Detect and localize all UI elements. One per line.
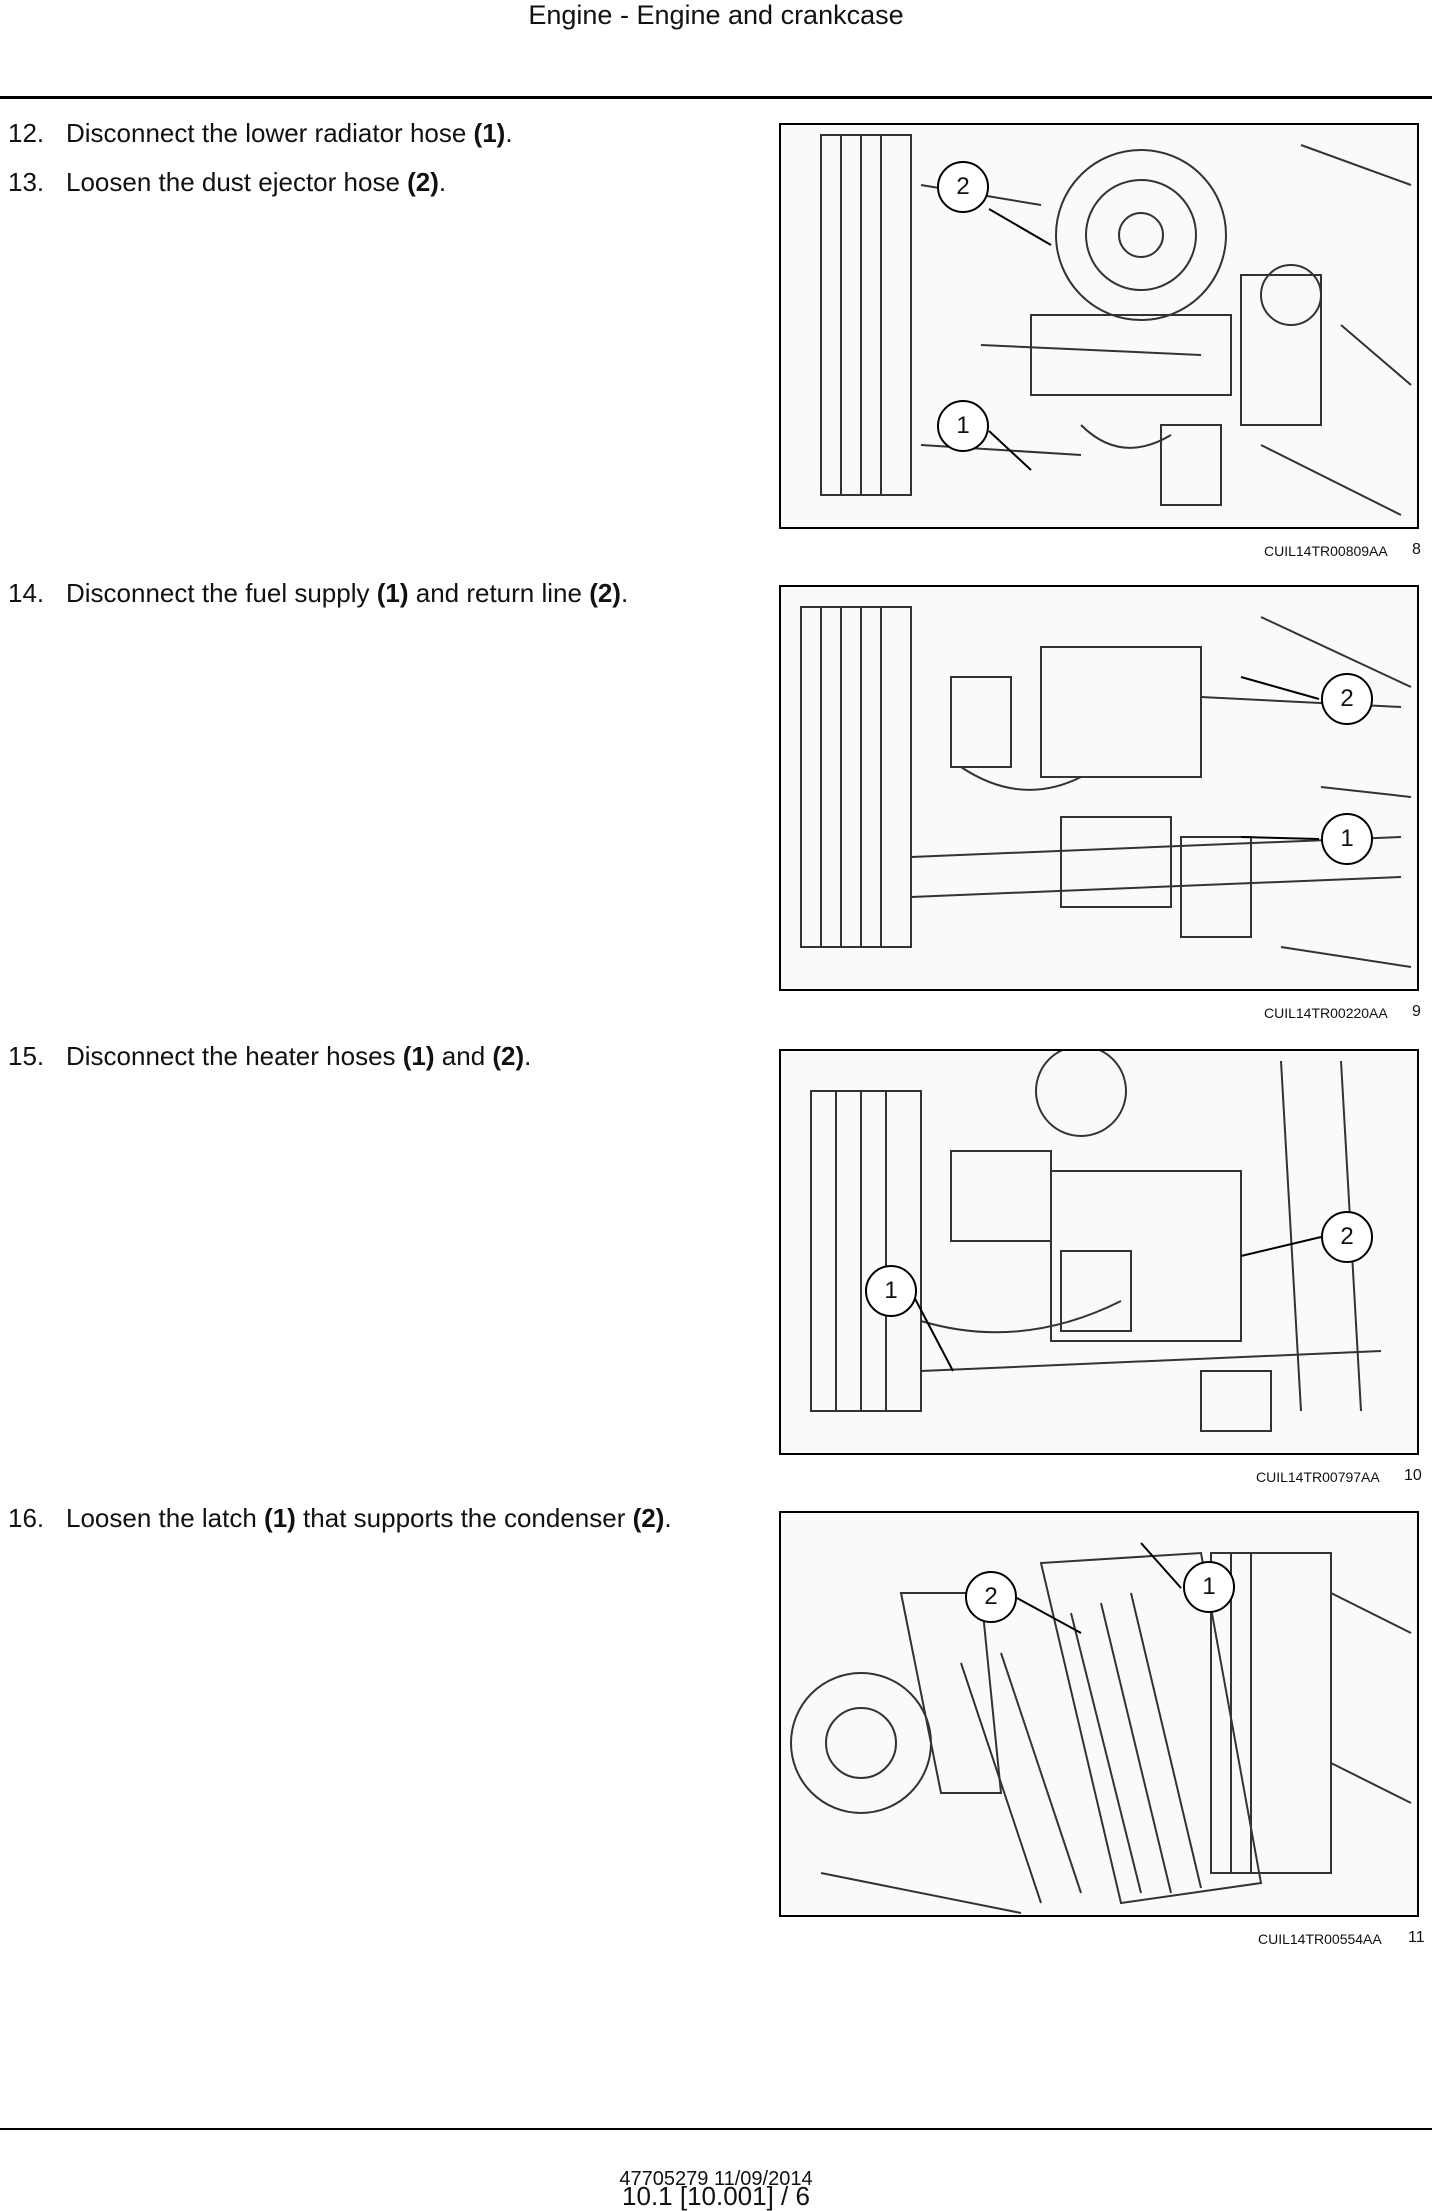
step-16: 16.Loosen the latch (1) that supports th…: [8, 1503, 672, 1533]
line-drawing: [810, 1051, 1382, 1432]
figure-caption: CUIL14TR00809AA: [1264, 543, 1388, 559]
step-number: 12.: [8, 118, 45, 148]
step-number: 16.: [8, 1503, 45, 1533]
callout-1: 1: [1321, 813, 1373, 865]
step-13: 13.Loosen the dust ejector hose (2).: [8, 167, 447, 197]
figure-caption: CUIL14TR00220AA: [1264, 1005, 1388, 1021]
step-12: 12.Disconnect the lower radiator hose (1…: [8, 118, 513, 148]
line-drawing: [820, 134, 1412, 516]
figure-10-heater-hoses-illustration: 2 1: [779, 1049, 1419, 1455]
step-15: 15.Disconnect the heater hoses (1) and (…: [8, 1041, 532, 1071]
footer-document-number: 47705279 11/09/2014: [619, 2168, 813, 2190]
figure-8-engine-illustration: 2 1: [779, 123, 1419, 529]
figure-number: 9: [1412, 1003, 1421, 1020]
footer-page-number: 10.1 [10.001] / 6: [622, 2181, 810, 2211]
figure-number: 10: [1404, 1467, 1422, 1484]
footer-rule: [0, 2128, 1432, 2130]
figure-9-fuel-lines-illustration: 2 1: [779, 585, 1419, 991]
figure-11-condenser-illustration: 2 1: [779, 1511, 1419, 1917]
figure-caption: CUIL14TR00797AA: [1256, 1469, 1380, 1485]
callout-2: 2: [1321, 1211, 1373, 1263]
step-number: 15.: [8, 1041, 45, 1071]
callout-1: 1: [1183, 1561, 1235, 1613]
step-14: 14.Disconnect the fuel supply (1) and re…: [8, 578, 629, 608]
figure-number: 11: [1408, 1929, 1425, 1946]
callout-2: 2: [1321, 673, 1373, 725]
line-drawing: [790, 1542, 1412, 1914]
callout-2: 2: [937, 161, 989, 213]
callout-1: 1: [937, 400, 989, 452]
header-rule: [0, 96, 1432, 99]
callout-1: 1: [865, 1265, 917, 1317]
line-drawing: [800, 606, 1412, 968]
figure-caption: CUIL14TR00554AA: [1258, 1931, 1382, 1947]
step-number: 13.: [8, 167, 45, 197]
page-header-title: Engine - Engine and crankcase: [528, 0, 904, 30]
figure-number: 8: [1412, 541, 1421, 558]
callout-2: 2: [965, 1571, 1017, 1623]
step-number: 14.: [8, 578, 45, 608]
